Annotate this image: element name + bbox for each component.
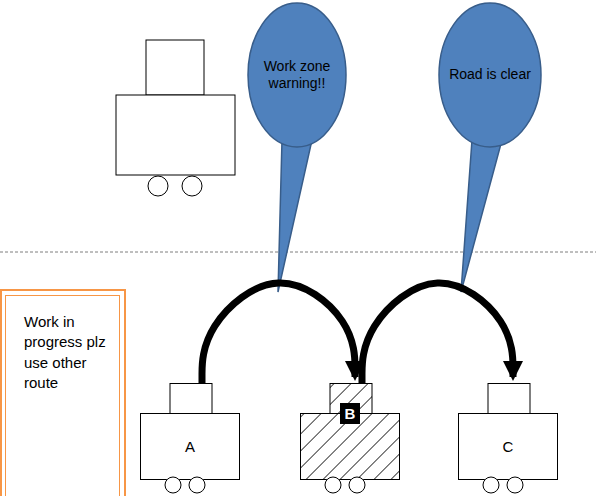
car-body [116, 95, 235, 175]
car-wheel [165, 477, 181, 493]
car-cabin [146, 40, 204, 95]
bubble-ellipse [248, 3, 346, 147]
sign-box: Work in progress plz use other route [5, 295, 120, 496]
car-letter: B [340, 403, 361, 424]
bubble-tail [278, 140, 312, 292]
lane-divider [0, 252, 596, 253]
car-outline [300, 383, 400, 494]
car-wheel [349, 477, 365, 493]
speech-bubble: Work zone warning!! [247, 2, 347, 148]
car-node: A [140, 383, 240, 494]
car-node: B [300, 383, 400, 494]
car-figure [116, 40, 235, 196]
sign-text: Work in progress plz use other route [24, 312, 111, 393]
car-body [141, 414, 240, 480]
car-wheel [325, 477, 341, 493]
bubble-text: Road is clear [449, 66, 531, 84]
bubble-text: Work zone warning!! [258, 58, 336, 93]
speech-bubble: Road is clear [438, 2, 542, 148]
bubble-ellipse [439, 3, 541, 147]
sign-frame [1, 290, 125, 496]
car-node: C [458, 383, 558, 494]
car-letter: A [185, 438, 195, 455]
car-label-area: B [300, 391, 400, 435]
car-wheel [182, 176, 202, 196]
arrow-connector [362, 283, 513, 383]
car-letter: C [503, 438, 514, 455]
car-label-area: C [458, 413, 558, 479]
car-wheel [483, 477, 499, 493]
car-label-area: A [140, 413, 240, 479]
car-wheel [507, 477, 523, 493]
car-cabin [488, 384, 530, 414]
arrow-connector [202, 283, 355, 383]
car-body [459, 414, 558, 480]
car-cabin [170, 384, 212, 414]
bubble-tail [461, 140, 502, 292]
car-wheel [148, 176, 168, 196]
car-wheel [189, 477, 205, 493]
